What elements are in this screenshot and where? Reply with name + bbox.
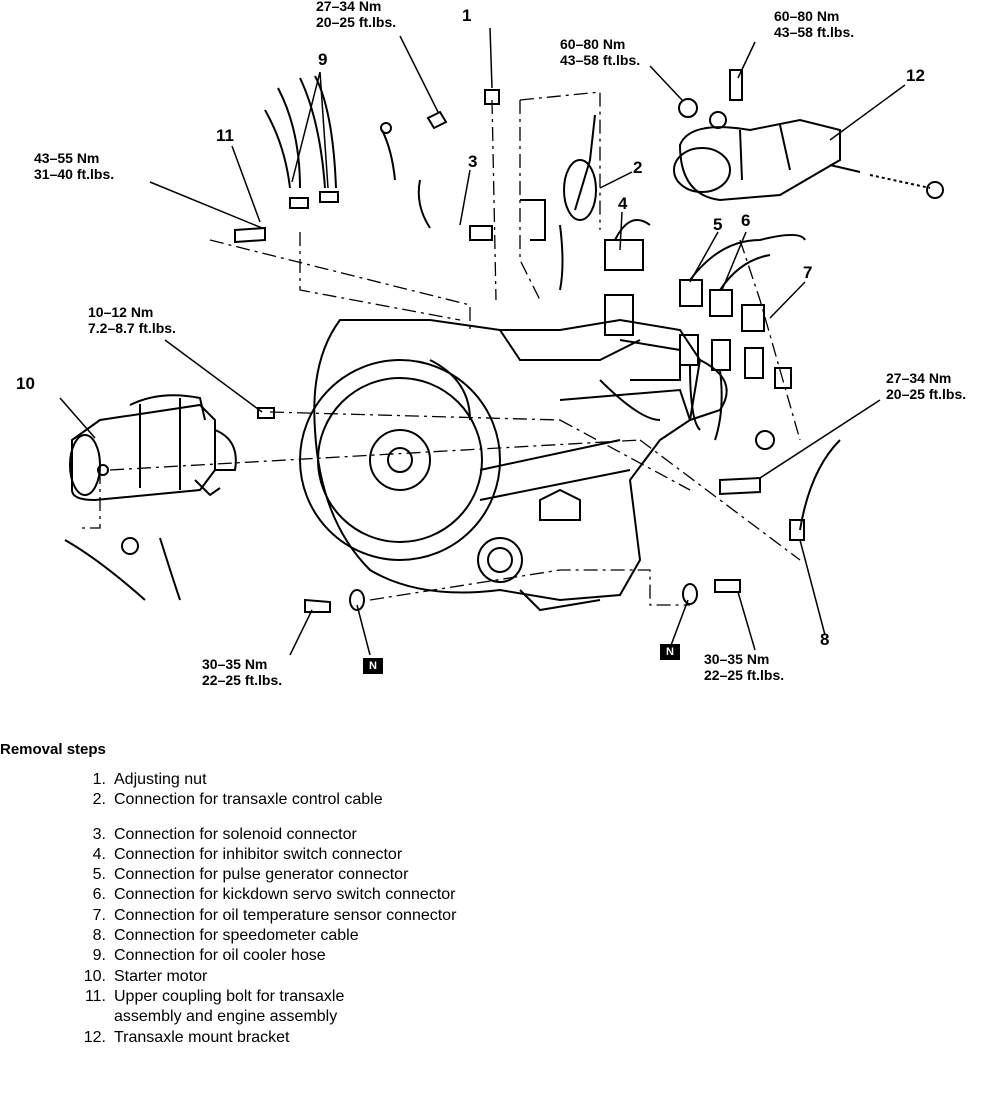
step-number: 7. <box>92 906 106 924</box>
torque-label: 60–80 Nm 43–58 ft.lbs. <box>560 36 640 68</box>
list-item: 5. Connection for pulse generator connect… <box>66 865 626 885</box>
step-text: Connection for speedometer cable <box>114 927 359 945</box>
removal-steps-list: 1. Adjusting nut 2. Connection for transax… <box>66 770 626 1048</box>
list-item: 6. Connection for kickdown servo switch c… <box>66 885 626 905</box>
list-item: 2. Connection for transaxle control cable <box>66 790 626 810</box>
list-item: 4. Connection for inhibitor switch connec… <box>66 845 626 865</box>
callout-number: 1 <box>462 6 472 25</box>
step-text: Transaxle mount bracket <box>114 1028 290 1046</box>
list-item: 9. Connection for oil cooler hose <box>66 946 626 966</box>
step-text: Connection for transaxle control cable <box>114 791 383 809</box>
upper-components <box>264 75 651 336</box>
callout-number: 11 <box>216 126 234 145</box>
torque-label: 27–34 Nm 20–25 ft.lbs. <box>886 370 966 402</box>
callout-number: 9 <box>318 50 328 69</box>
step-number: 2. <box>92 791 106 809</box>
callout-number: 4 <box>618 194 628 213</box>
step-number: 6. <box>92 886 106 904</box>
mount-bracket <box>673 69 944 202</box>
exploded-diagram: 27–34 Nm 20–25 ft.lbs. 60–80 Nm 43–58 ft… <box>16 0 966 688</box>
list-item: 1. Adjusting nut <box>66 770 626 790</box>
step-number: 5. <box>92 866 106 884</box>
step-number: 4. <box>92 845 106 863</box>
torque-ftlbs: 43–58 ft.lbs. <box>774 24 855 40</box>
step-text: Connection for solenoid connector <box>114 825 357 843</box>
list-item: 10. Starter motor <box>66 967 626 987</box>
torque-label: 30–35 Nm 22–25 ft.lbs. <box>202 656 282 688</box>
list-item: 12. Transaxle mount bracket <box>66 1028 626 1048</box>
step-text: Connection for oil temperature sensor co… <box>114 906 457 924</box>
torque-label: 43–55 Nm 31–40 ft.lbs. <box>34 150 114 182</box>
transaxle-case <box>299 318 728 612</box>
list-item: 3. Connection for solenoid connector <box>66 825 626 845</box>
step-number: 1. <box>92 771 106 788</box>
starter-motor <box>69 394 237 502</box>
step-number: 11. <box>84 987 106 1005</box>
torque-nm: 60–80 Nm <box>774 8 840 24</box>
torque-ftlbs: 22–25 ft.lbs. <box>704 667 785 683</box>
leader-lines <box>59 27 906 656</box>
transaxle-illustration <box>59 27 944 656</box>
step-number: 3. <box>92 825 106 843</box>
bolts <box>64 226 775 613</box>
step-text: Adjusting nut <box>114 771 207 788</box>
torque-label: 10–12 Nm 7.2–8.7 ft.lbs. <box>88 304 176 336</box>
callout-number: 7 <box>803 263 813 282</box>
torque-ftlbs: 31–40 ft.lbs. <box>34 166 115 182</box>
callout-number: 3 <box>468 152 478 171</box>
step-number: 10. <box>83 967 106 985</box>
step-text: Connection for kickdown servo switch con… <box>114 886 456 904</box>
torque-ftlbs: 7.2–8.7 ft.lbs. <box>88 320 176 336</box>
torque-label: 30–35 Nm 22–25 ft.lbs. <box>704 651 784 683</box>
n-badge: N <box>363 658 383 674</box>
step-text: Starter motor <box>114 967 208 985</box>
torque-ftlbs: 43–58 ft.lbs. <box>560 52 641 68</box>
step-text: Upper coupling bolt for transaxle assemb… <box>114 987 345 1026</box>
callout-number: 6 <box>741 211 751 230</box>
connectors <box>679 234 806 441</box>
step-number: 8. <box>92 927 106 945</box>
callout-number: 10 <box>16 374 35 393</box>
torque-label: 27–34 Nm 20–25 ft.lbs. <box>316 0 396 30</box>
torque-nm: 60–80 Nm <box>560 36 626 52</box>
removal-steps-title: Removal steps <box>0 741 106 758</box>
torque-label: 60–80 Nm 43–58 ft.lbs. <box>774 8 854 40</box>
torque-ftlbs: 20–25 ft.lbs. <box>886 386 967 402</box>
torque-nm: 30–35 Nm <box>202 656 268 672</box>
n-badge: N <box>660 644 680 660</box>
step-text: Connection for inhibitor switch connecto… <box>114 845 403 863</box>
list-item: 7. Connection for oil temperature sensor … <box>66 906 626 926</box>
torque-ftlbs: 20–25 ft.lbs. <box>316 14 397 30</box>
torque-ftlbs: 22–25 ft.lbs. <box>202 672 283 688</box>
step-number: 9. <box>92 947 106 965</box>
torque-nm: 30–35 Nm <box>704 651 770 667</box>
speedometer-cable <box>789 439 841 541</box>
torque-nm: 10–12 Nm <box>88 304 154 320</box>
step-text: Connection for oil cooler hose <box>114 947 326 965</box>
step-number: 12. <box>83 1028 106 1046</box>
torque-nm: 27–34 Nm <box>316 0 382 14</box>
list-item: 11. Upper coupling bolt for transaxle ass… <box>66 987 626 1028</box>
torque-nm: 27–34 Nm <box>886 370 952 386</box>
callout-number: 8 <box>820 630 830 649</box>
alignment-lines <box>80 91 801 606</box>
step-text: Connection for pulse generator connector <box>114 866 409 884</box>
callout-number: 2 <box>633 158 643 177</box>
list-item: 8. Connection for speedometer cable <box>66 926 626 946</box>
callout-number: 5 <box>713 215 723 234</box>
torque-nm: 43–55 Nm <box>34 150 100 166</box>
callout-number: 12 <box>906 66 925 85</box>
